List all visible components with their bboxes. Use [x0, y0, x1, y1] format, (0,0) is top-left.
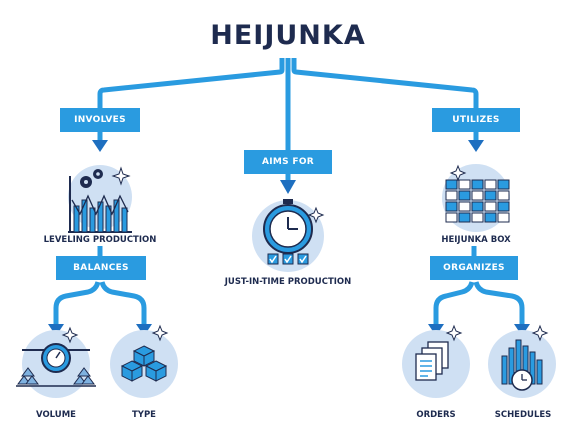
heijunka-box-cell	[484, 190, 497, 201]
heijunka-box-cell	[445, 190, 458, 201]
just-in-time-icon	[252, 199, 325, 272]
page-title: HEIJUNKA	[210, 20, 366, 51]
schedules-label: SCHEDULES	[494, 410, 552, 420]
sparkle-icon	[307, 206, 325, 224]
sparkle-icon	[61, 326, 79, 344]
heijunka-box-label: HEIJUNKA BOX	[441, 235, 511, 245]
heijunka-box-cell	[484, 201, 497, 212]
right-tree-arrows	[433, 246, 525, 326]
sparkle-icon	[531, 324, 549, 342]
heijunka-box-cell	[484, 179, 497, 190]
schedules-icon	[488, 324, 556, 398]
heijunka-box-cell	[471, 179, 484, 190]
sparkle-icon	[151, 324, 169, 342]
sparkle-icon	[111, 166, 131, 186]
heijunka-box-icon	[442, 164, 510, 232]
just-in-time-label: JUST-IN-TIME PRODUCTION	[224, 277, 352, 287]
heijunka-box-cell	[458, 212, 471, 223]
type-label: TYPE	[132, 410, 156, 420]
utilizes-tag: UTILIZES	[432, 108, 520, 132]
organizes-tag: ORGANIZES	[430, 256, 518, 280]
sparkle-icon	[449, 164, 467, 182]
heijunka-box-cell	[471, 190, 484, 201]
aims-for-tag: AIMS FOR	[244, 150, 332, 174]
left-tree-arrows	[53, 246, 147, 326]
heijunka-box-cell	[471, 201, 484, 212]
orders-icon	[402, 324, 470, 398]
orders-label: ORDERS	[416, 410, 456, 420]
volume-icon	[16, 326, 96, 398]
heijunka-box-cell	[471, 212, 484, 223]
involves-tag: INVOLVES	[60, 108, 140, 132]
sparkle-icon	[445, 324, 463, 342]
leveling-production-label: LEVELING PRODUCTION	[43, 235, 157, 245]
heijunka-box-cell	[445, 179, 458, 190]
heijunka-box-cell	[458, 179, 471, 190]
heijunka-box-cell	[445, 212, 458, 223]
heijunka-box-cell	[497, 201, 510, 212]
heijunka-box-cell	[445, 201, 458, 212]
heijunka-box-cell	[484, 212, 497, 223]
top-tree-arrowheads	[92, 140, 484, 194]
heijunka-box-cell	[497, 179, 510, 190]
heijunka-box-cell	[497, 212, 510, 223]
type-icon	[110, 324, 178, 398]
balances-tag: BALANCES	[56, 256, 146, 280]
leveling-production-icon	[68, 165, 132, 233]
heijunka-box-cell	[458, 201, 471, 212]
heijunka-box-cell	[497, 190, 510, 201]
heijunka-box-cell	[458, 190, 471, 201]
volume-label: VOLUME	[36, 410, 76, 420]
